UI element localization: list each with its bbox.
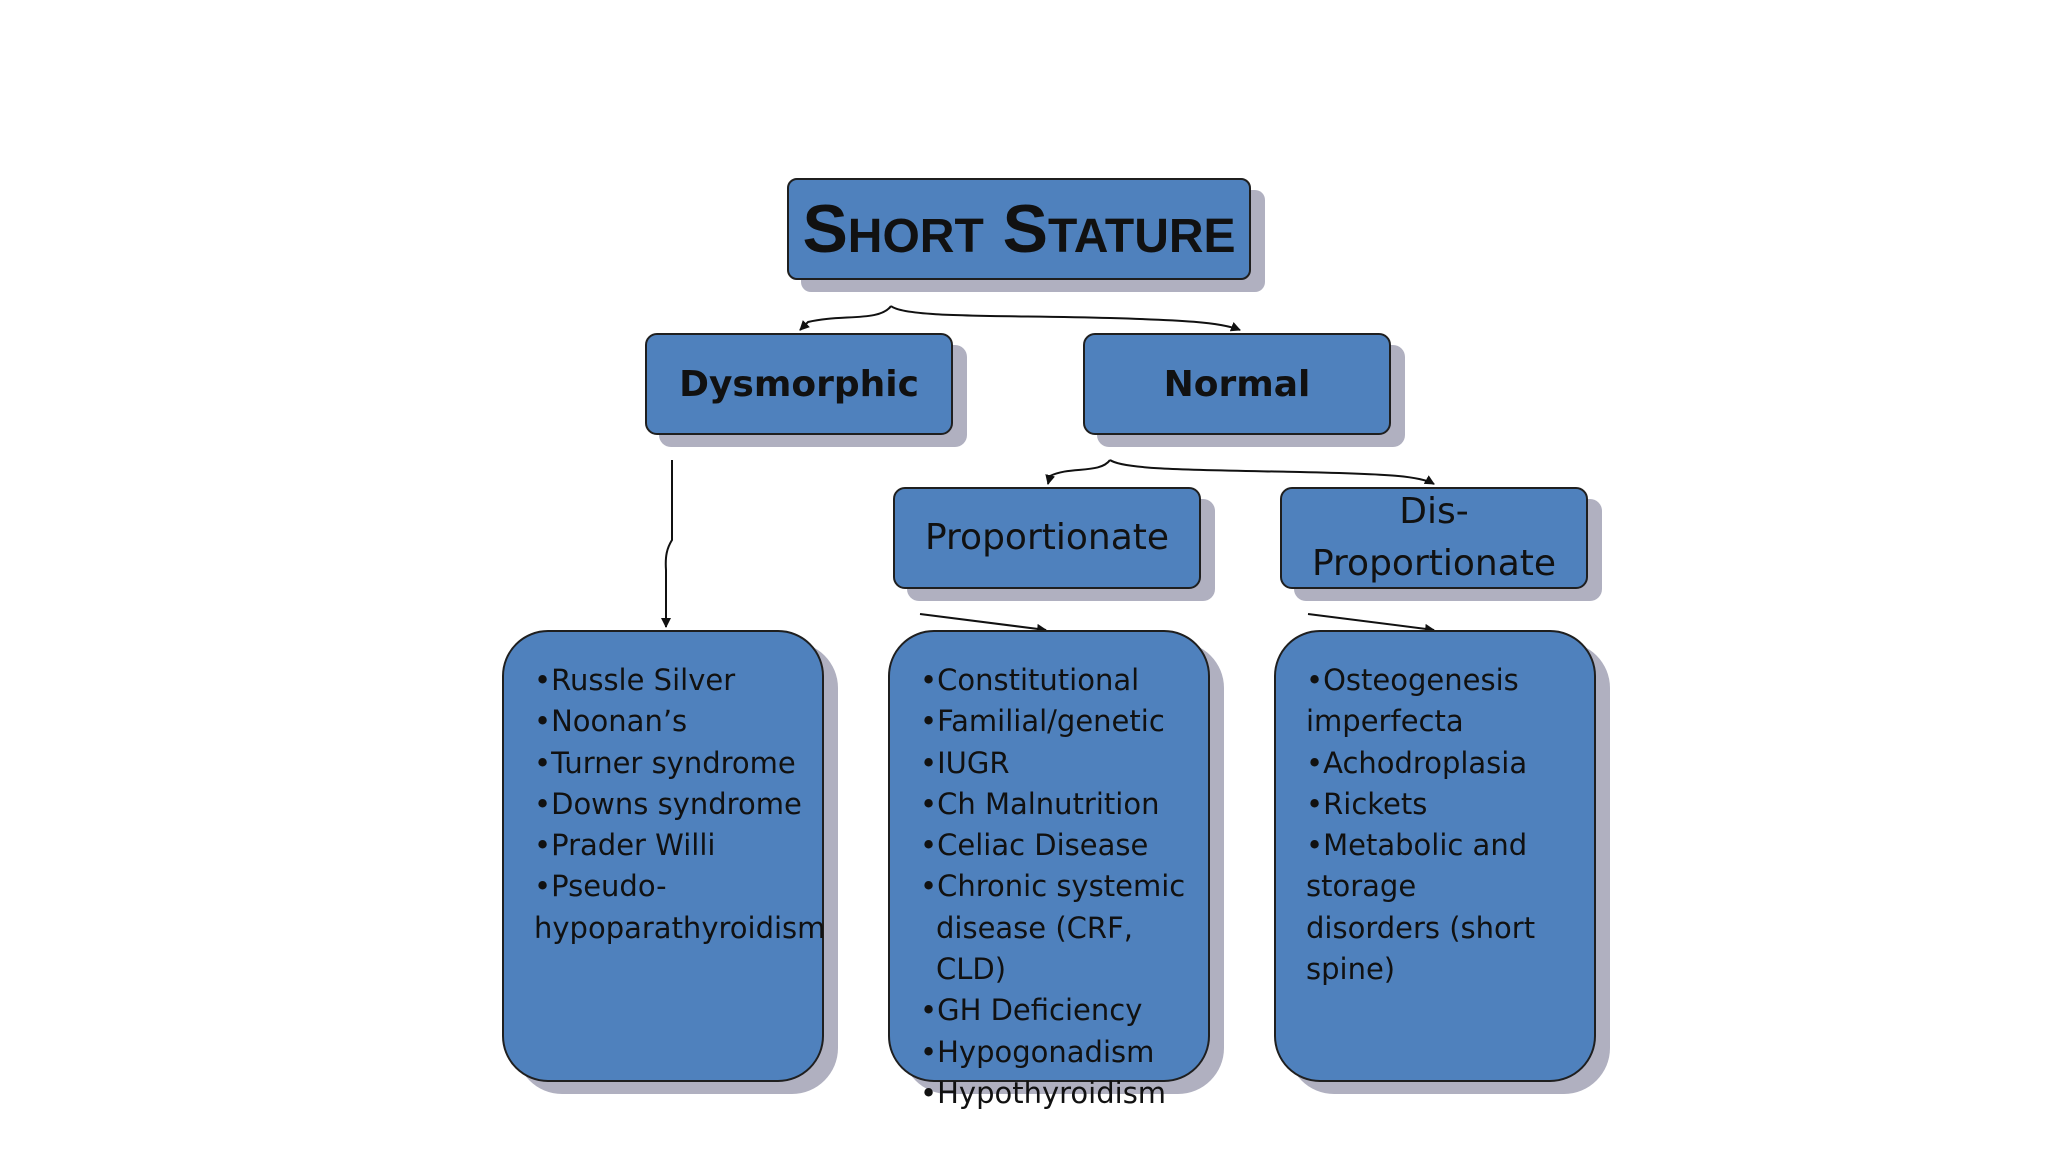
list-item: Downs syndrome	[534, 784, 802, 825]
title-label: Short Stature	[802, 191, 1236, 267]
list-item: Russle Silver	[534, 660, 802, 701]
dysmorphic-list-box: Russle Silver Noonan’s Turner syndrome D…	[502, 630, 825, 1082]
normal-label: Normal	[1163, 363, 1311, 405]
list-item: Hypothyroidism	[920, 1073, 1201, 1114]
proportionate-node: Proportionate	[893, 487, 1201, 589]
disproportionate-list: Osteogenesis imperfecta Achodroplasia Ri…	[1306, 660, 1556, 990]
list-item: Pseudo-hypoparathyroidism	[534, 866, 825, 949]
list-item: Rickets	[1306, 784, 1556, 825]
title-node: Short Stature	[787, 178, 1251, 280]
list-item: Hypogonadism	[920, 1032, 1201, 1073]
list-item: GH Deficiency	[920, 990, 1201, 1031]
list-item: IUGR	[920, 743, 1201, 784]
connector-dysmorphic-to-list	[661, 460, 673, 628]
disproportionate-node: Dis-Proportionate	[1280, 487, 1588, 589]
list-item: Celiac Disease	[920, 825, 1201, 866]
disproportionate-list-box: Osteogenesis imperfecta Achodroplasia Ri…	[1274, 630, 1596, 1082]
dysmorphic-list: Russle Silver Noonan’s Turner syndrome D…	[534, 660, 825, 949]
list-item: Ch Malnutrition	[920, 784, 1201, 825]
list-item: Osteogenesis imperfecta	[1306, 660, 1526, 743]
connector-title-to-dysmorphic	[799, 305, 892, 331]
dysmorphic-label: Dysmorphic	[679, 363, 919, 405]
list-item: Metabolic and storage disorders (short s…	[1306, 825, 1556, 990]
list-item: Chronic systemic disease (CRF, CLD)	[920, 866, 1201, 990]
list-item: Achodroplasia	[1306, 743, 1556, 784]
list-item: Prader Willi	[534, 825, 802, 866]
connector-normal-to-disproportionate	[1109, 459, 1435, 485]
list-item: Noonan’s	[534, 701, 802, 742]
proportionate-list-box: Constitutional Familial/genetic IUGR Ch …	[888, 630, 1210, 1110]
connector-proportionate-to-list	[919, 613, 1047, 634]
connector-disproportionate-to-list	[1307, 613, 1435, 634]
disproportionate-label: Dis-Proportionate	[1311, 491, 1557, 584]
proportionate-list: Constitutional Familial/genetic IUGR Ch …	[920, 660, 1201, 1114]
proportionate-label: Proportionate	[924, 517, 1170, 558]
connector-normal-to-proportionate	[1045, 459, 1111, 485]
connector-title-to-normal	[890, 305, 1241, 332]
normal-node: Normal	[1083, 333, 1391, 435]
list-item: Constitutional	[920, 660, 1201, 701]
list-item: Turner syndrome	[534, 743, 802, 784]
dysmorphic-node: Dysmorphic	[645, 333, 953, 435]
list-item: Familial/genetic	[920, 701, 1201, 742]
